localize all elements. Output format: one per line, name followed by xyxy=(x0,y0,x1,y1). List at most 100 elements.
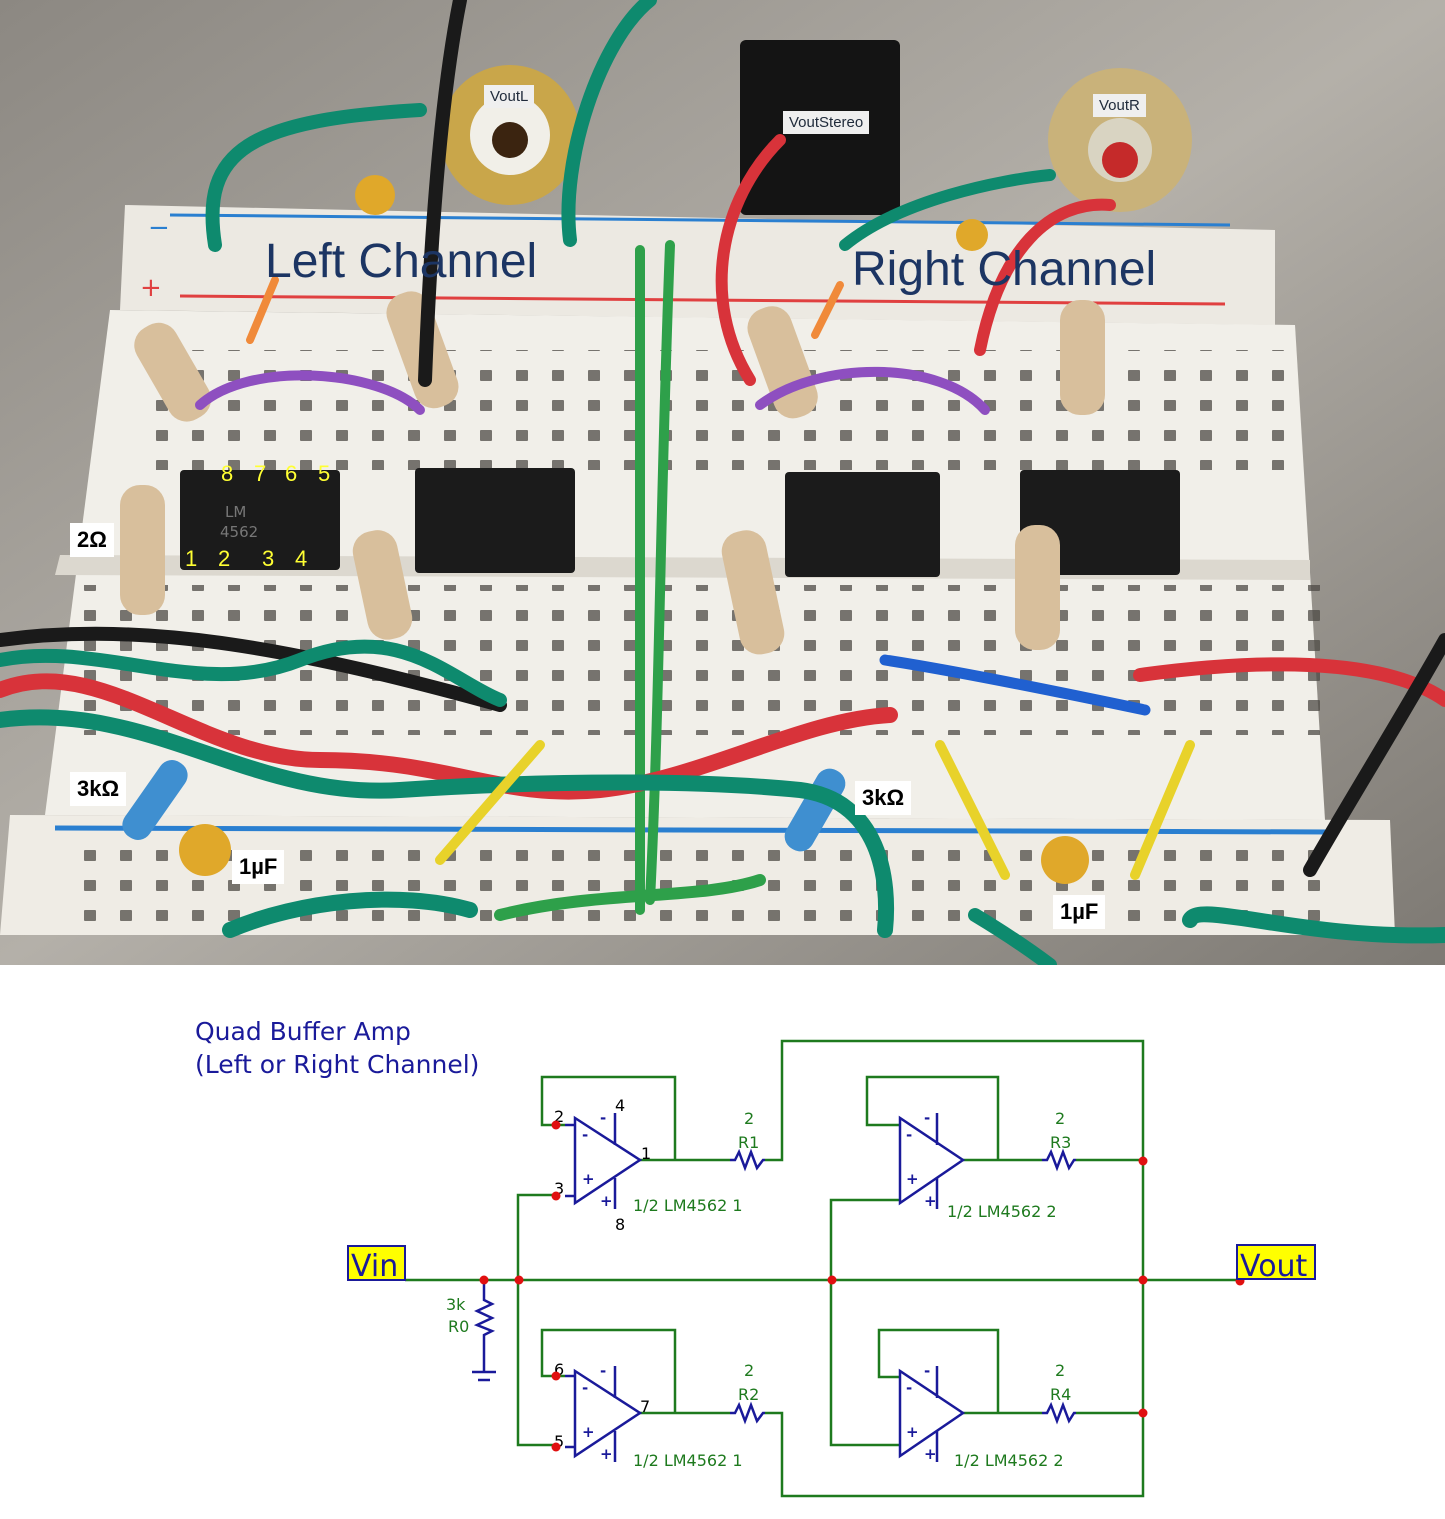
pin-label-8: 8 xyxy=(221,461,234,486)
schematic-subtitle: (Left or Right Channel) xyxy=(195,1050,479,1079)
pin-numbers: 2 3 1 4 8 6 5 7 xyxy=(554,1096,651,1451)
pin-label-3: 3 xyxy=(262,546,275,571)
label-2ohm: 2Ω xyxy=(70,523,114,557)
opamp-u2b xyxy=(898,1366,966,1462)
u2a-noninv-sign: + xyxy=(906,1170,919,1188)
label-vout-stereo: VoutStereo xyxy=(783,111,870,134)
u2a-label: 1/2 LM4562 2 xyxy=(947,1202,1057,1221)
node xyxy=(551,1442,561,1452)
wire-fb-u2b xyxy=(877,1328,1000,1413)
junction-nodes xyxy=(479,1120,1245,1452)
resistor-r4 xyxy=(1042,1401,1076,1425)
u1a-inv-sign: - xyxy=(582,1126,588,1144)
pin-2: 2 xyxy=(554,1107,564,1126)
resistor-r0 xyxy=(472,1280,496,1382)
component-labels: 1/2 LM4562 1 1/2 LM4562 1 1/2 LM4562 2 1… xyxy=(633,1109,1071,1470)
resistor-3k-right xyxy=(784,768,846,852)
label-1uf-right: 1µF xyxy=(1053,895,1106,929)
node xyxy=(551,1371,561,1381)
opamp-symbols xyxy=(565,1113,1076,1462)
schematic-title: Quad Buffer Amp xyxy=(195,1017,411,1046)
resistors xyxy=(120,175,1105,884)
pin-1: 1 xyxy=(641,1144,651,1163)
wire-left-feed xyxy=(516,1193,555,1447)
resistor-r1 xyxy=(730,1148,765,1172)
opamp-u1b xyxy=(565,1366,643,1462)
label-1uf-left: 1µF xyxy=(232,850,285,884)
capacitor-1uf-right xyxy=(1041,836,1089,884)
wire-r2-out xyxy=(765,1280,1145,1498)
port-vout: Vout xyxy=(1236,1244,1316,1284)
vout-label: Vout xyxy=(1240,1249,1308,1284)
wires xyxy=(0,0,1445,965)
pin-6: 6 xyxy=(554,1360,564,1379)
node xyxy=(827,1275,837,1285)
node xyxy=(514,1275,524,1285)
r0-value: 3k xyxy=(446,1295,466,1314)
opamp-signs: - + - + - + - + - + - + - + - + xyxy=(582,1109,937,1463)
u2a-inv-sign: - xyxy=(906,1126,912,1144)
chip-marking-line1: LM xyxy=(225,503,246,521)
chip-lm4562-right-1 xyxy=(785,472,940,577)
breadboard-illustration: − + LM 4562 xyxy=(0,0,1445,965)
r0-ref: R0 xyxy=(448,1317,469,1336)
u1a-noninv-sign: + xyxy=(582,1170,595,1188)
node xyxy=(1138,1156,1148,1166)
u1b-label: 1/2 LM4562 1 xyxy=(633,1451,743,1470)
u1b-inv-sign: - xyxy=(582,1379,588,1397)
chip-lm4562-left-1 xyxy=(180,470,340,570)
pin-4: 4 xyxy=(615,1096,625,1115)
schematic-diagram: Quad Buffer Amp (Left or Right Channel) xyxy=(195,1017,1316,1498)
label-vout-left: VoutL xyxy=(484,85,535,108)
u2b-noninv-sign: + xyxy=(906,1423,919,1441)
u1a-vpos-sign: + xyxy=(600,1192,613,1210)
port-vin: Vin xyxy=(347,1245,406,1284)
rail-blue-bottom xyxy=(54,825,1331,835)
resistor-r2 xyxy=(730,1401,765,1425)
r1-ref: R1 xyxy=(738,1133,759,1152)
label-3k-left: 3kΩ xyxy=(70,772,127,806)
rail-minus-sign: − xyxy=(148,213,170,243)
rail-red-top xyxy=(179,294,1226,306)
pin-label-7: 7 xyxy=(254,461,267,486)
u2b-vpos-sign: + xyxy=(924,1445,937,1463)
wire-r1-out xyxy=(765,1039,1145,1280)
pin-3: 3 xyxy=(554,1179,564,1198)
resistor-r3 xyxy=(1042,1148,1076,1172)
jack-left xyxy=(440,65,580,205)
r3-ref: R3 xyxy=(1050,1133,1071,1152)
wire-fb-u1a xyxy=(540,1075,677,1160)
pin-8: 8 xyxy=(615,1215,625,1234)
vin-label: Vin xyxy=(351,1249,398,1284)
resistor-2ohm xyxy=(120,485,165,615)
chip-marking-line2: 4562 xyxy=(220,523,258,541)
opamp-u2a xyxy=(898,1113,966,1209)
u2b-label: 1/2 LM4562 2 xyxy=(954,1451,1064,1470)
r3-value: 2 xyxy=(1055,1109,1065,1128)
r4-ref: R4 xyxy=(1050,1385,1071,1404)
resistor-3k-left xyxy=(122,760,188,840)
pin-label-6: 6 xyxy=(285,461,298,486)
wire-fb-u1b xyxy=(540,1328,677,1413)
pin-label-4: 4 xyxy=(295,546,308,571)
node xyxy=(551,1120,561,1130)
r2-value: 2 xyxy=(744,1361,754,1380)
label-3k-right: 3kΩ xyxy=(855,781,912,815)
pin-5: 5 xyxy=(554,1432,564,1451)
pin-label-1: 1 xyxy=(185,546,198,571)
label-left-channel: Left Channel xyxy=(265,235,538,288)
u1b-vpos-sign: + xyxy=(600,1445,613,1463)
node xyxy=(479,1275,489,1285)
r2-ref: R2 xyxy=(738,1385,759,1404)
u1b-noninv-sign: + xyxy=(582,1423,595,1441)
pin-label-5: 5 xyxy=(318,461,331,486)
label-right-channel: Right Channel xyxy=(852,243,1157,296)
wires xyxy=(405,1039,1240,1498)
u1a-vneg-sign: - xyxy=(600,1109,606,1127)
u1b-vneg-sign: - xyxy=(600,1362,606,1380)
chip-lm4562-left-2 xyxy=(415,468,575,573)
node xyxy=(551,1191,561,1201)
opamp-u1a xyxy=(565,1113,643,1209)
r4-value: 2 xyxy=(1055,1361,1065,1380)
u2b-vneg-sign: - xyxy=(924,1362,930,1380)
